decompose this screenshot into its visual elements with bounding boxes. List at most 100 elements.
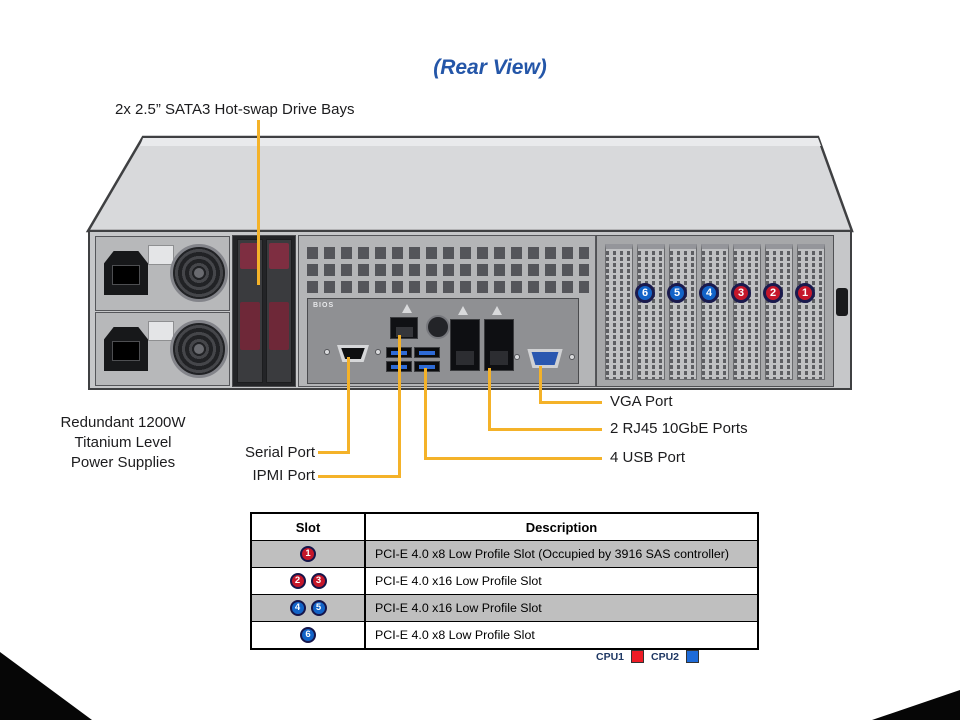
corner-decoration	[0, 652, 92, 720]
legend-cpu2-swatch	[686, 650, 700, 663]
leader-ipmi-v	[398, 335, 401, 478]
callout-rj45: 2 RJ45 10GbE Ports	[610, 420, 748, 437]
fan-hub	[194, 268, 204, 278]
screw-icon	[569, 354, 575, 360]
table-header-row: Slot Description	[252, 514, 757, 540]
panel-label-bios: BIOS	[313, 302, 335, 309]
fan-hub	[194, 344, 204, 354]
pci-slot-cover	[701, 244, 729, 380]
table-slot-cell: 4 5	[252, 595, 366, 621]
slot-description: PCI-E 4.0 x8 Low Profile Slot (Occupied …	[375, 547, 729, 561]
slot-description: PCI-E 4.0 x16 Low Profile Slot	[375, 574, 542, 588]
callout-usb: 4 USB Port	[610, 449, 686, 466]
table-row: 2 3 PCI-E 4.0 x16 Low Profile Slot	[252, 567, 757, 594]
ac-inlet-socket	[112, 341, 140, 361]
ipmi-port	[390, 317, 418, 339]
tray-latch	[240, 302, 260, 350]
pci-slot-cover	[733, 244, 761, 380]
leader-vga-h	[539, 401, 602, 404]
slot-badge-3: 3	[731, 283, 751, 303]
leader-rj45-v	[488, 368, 491, 431]
slot-badge: 6	[300, 627, 316, 643]
table-slot-cell: 6	[252, 622, 366, 648]
pci-slot-area	[596, 235, 834, 387]
callout-psu-line3: Power Supplies	[70, 454, 176, 471]
legend-cpu1-swatch	[631, 650, 645, 663]
slot-badge: 4	[289, 600, 306, 616]
legend-cpu1-label: CPU1	[596, 650, 625, 663]
ac-inlet-icon	[104, 251, 148, 295]
tray-latch	[269, 302, 289, 350]
slot-badge-5: 5	[667, 283, 687, 303]
usb-port	[414, 361, 440, 372]
slot-badge: 2	[289, 573, 306, 589]
screw-icon	[375, 349, 381, 355]
vga-port	[527, 349, 563, 368]
callout-psu-line1: Redundant 1200W	[60, 414, 186, 431]
ipmi-jack	[396, 327, 413, 337]
table-row: 6 PCI-E 4.0 x8 Low Profile Slot	[252, 621, 757, 648]
ac-inlet-icon	[104, 327, 148, 371]
callout-drive-bays: 2x 2.5” SATA3 Hot-swap Drive Bays	[115, 101, 355, 118]
psu-fan-icon	[170, 244, 228, 302]
rj45-port	[484, 319, 514, 371]
leader-usb-v	[424, 368, 427, 460]
usb-port	[414, 347, 440, 358]
io-panel: BIOS	[307, 298, 579, 384]
rj45-port	[450, 319, 480, 371]
leader-rj45-h	[488, 428, 602, 431]
table-header-description: Description	[525, 519, 598, 535]
legend-cpu2-label: CPU2	[651, 650, 680, 663]
slot-badge: 1	[300, 546, 316, 562]
page-title: (Rear View)	[433, 56, 547, 79]
slot-badge-4: 4	[699, 283, 719, 303]
callout-psu: Redundant 1200W Titanium Level Power Sup…	[40, 413, 206, 473]
cpu-legend: CPU1 CPU2	[596, 650, 700, 663]
pci-slot-cover	[637, 244, 665, 380]
tray-latch	[269, 243, 289, 269]
tray-latch	[240, 243, 260, 269]
slot-badge-1: 1	[795, 283, 815, 303]
table-slot-cell: 1	[252, 541, 366, 567]
chassis-top-surface	[85, 135, 854, 233]
psu-label-sticker	[148, 245, 174, 265]
warning-icon	[492, 306, 502, 315]
psu-fan-icon	[170, 320, 228, 378]
usb-tongue	[419, 351, 435, 355]
table-header-slot: Slot	[252, 514, 366, 540]
drive-tray	[266, 239, 292, 383]
usb-tongue	[419, 365, 435, 369]
leader-drive-bays	[257, 120, 260, 285]
leader-vga-v	[539, 366, 542, 404]
warning-icon	[458, 306, 468, 315]
leader-usb-h	[424, 457, 602, 460]
callout-vga: VGA Port	[610, 393, 673, 410]
chassis-latch	[836, 288, 848, 316]
pci-slot-cover	[797, 244, 825, 380]
pci-slot-cover	[669, 244, 697, 380]
power-supply-2	[95, 312, 230, 386]
slot-badge-2: 2	[763, 283, 783, 303]
psu-label-sticker	[148, 321, 174, 341]
slot-table: Slot Description 1 PCI-E 4.0 x8 Low Prof…	[250, 512, 759, 650]
warning-icon	[402, 304, 412, 313]
slot-description: PCI-E 4.0 x8 Low Profile Slot	[375, 628, 535, 642]
rj45-jack	[456, 351, 474, 365]
chassis-top-panel	[85, 135, 854, 233]
leader-serial-v	[347, 357, 350, 454]
screw-icon	[324, 349, 330, 355]
power-supply-1	[95, 236, 230, 311]
screw-icon	[514, 354, 520, 360]
serial-port-opening	[341, 348, 365, 359]
chassis-rear-panel: BIOS	[88, 230, 852, 390]
table-slot-cell: 2 3	[252, 568, 366, 594]
drive-bays	[232, 235, 296, 387]
rj45-jack	[490, 351, 508, 365]
slot-badge: 5	[310, 600, 327, 616]
corner-decoration	[872, 690, 960, 720]
table-row: 1 PCI-E 4.0 x8 Low Profile Slot (Occupie…	[252, 540, 757, 567]
io-area: BIOS	[298, 235, 596, 387]
pci-slot-cover	[605, 244, 633, 380]
pci-slot-cover	[765, 244, 793, 380]
leader-ipmi-h	[318, 475, 401, 478]
